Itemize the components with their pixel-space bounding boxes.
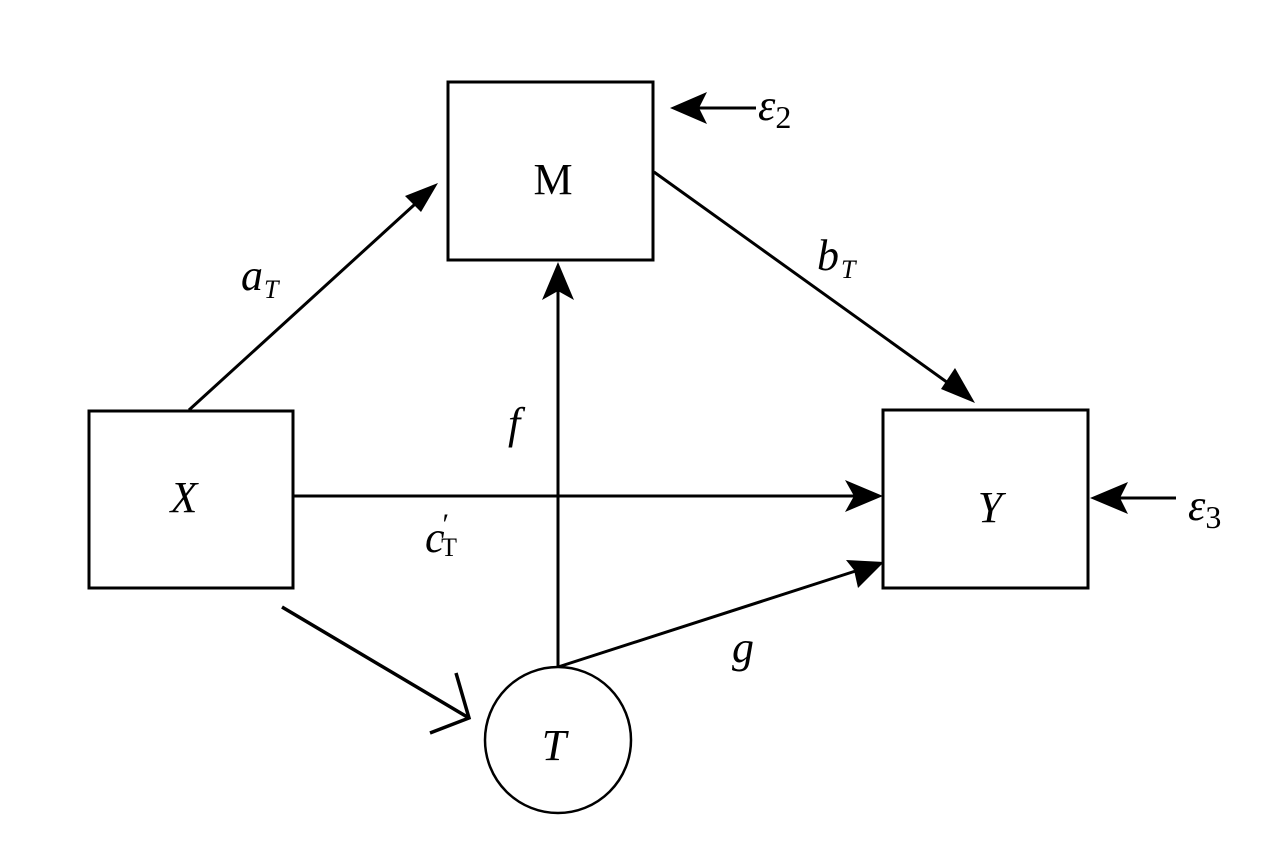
arrowhead-e2-to-m xyxy=(670,92,707,124)
edge-e2-to-m xyxy=(670,92,756,124)
label-epsilon-3-sub: 3 xyxy=(1205,499,1221,535)
node-x-box xyxy=(87,409,295,590)
chevron-arrowhead-x-to-t xyxy=(429,672,472,735)
edge-t-to-y-line xyxy=(557,565,869,669)
label-c-prime-t-main: c xyxy=(425,513,445,562)
label-a-t-main: a xyxy=(241,251,263,300)
label-g: g xyxy=(732,623,754,672)
node-x: X xyxy=(87,409,295,590)
label-epsilon-3: ε3 xyxy=(1188,481,1221,535)
edge-x-to-t-line xyxy=(281,605,470,720)
arrowhead-x-to-m xyxy=(405,183,438,212)
label-c-prime-t: c′T xyxy=(425,508,457,562)
edge-t-to-y xyxy=(557,560,884,669)
arrowhead-x-to-y xyxy=(845,480,883,512)
label-epsilon-2: ε2 xyxy=(758,81,791,135)
arrowhead-m-to-y xyxy=(941,368,975,403)
edge-x-to-m xyxy=(187,183,438,412)
node-t: T xyxy=(483,665,633,815)
label-b-t-sub: T xyxy=(841,255,857,284)
label-b-t: bT xyxy=(817,231,857,284)
edge-m-to-y-line xyxy=(653,170,963,395)
node-m: M xyxy=(446,80,655,262)
label-b-t-main: b xyxy=(817,231,839,280)
label-epsilon-2-main: ε xyxy=(758,81,776,130)
label-c-prime-t-sub: T xyxy=(441,533,457,562)
node-y-box xyxy=(881,408,1090,590)
node-t-circle xyxy=(483,665,633,815)
label-c-prime-t-prime: ′ xyxy=(443,508,450,541)
edge-x-to-y xyxy=(293,480,883,512)
edge-t-to-m xyxy=(542,262,574,667)
node-t-label: T xyxy=(542,721,570,770)
label-epsilon-2-sub: 2 xyxy=(775,99,791,135)
label-epsilon-3-main: ε xyxy=(1188,481,1206,530)
node-y: Y xyxy=(881,408,1090,590)
node-m-box xyxy=(446,80,655,262)
arrowhead-e3-to-y xyxy=(1090,482,1128,514)
label-f: f xyxy=(508,399,526,448)
node-m-label: M xyxy=(533,155,572,204)
edge-x-to-m-line xyxy=(187,193,427,412)
arrowhead-t-to-y xyxy=(846,560,884,588)
node-x-label: X xyxy=(169,473,200,522)
node-y-label: Y xyxy=(978,483,1007,532)
arrowhead-t-to-m xyxy=(542,262,574,300)
edge-m-to-y xyxy=(653,170,975,403)
edge-e3-to-y xyxy=(1090,482,1176,514)
label-a-t-sub: T xyxy=(264,275,280,304)
edge-x-to-t xyxy=(281,605,472,735)
label-a-t: aT xyxy=(241,251,280,304)
